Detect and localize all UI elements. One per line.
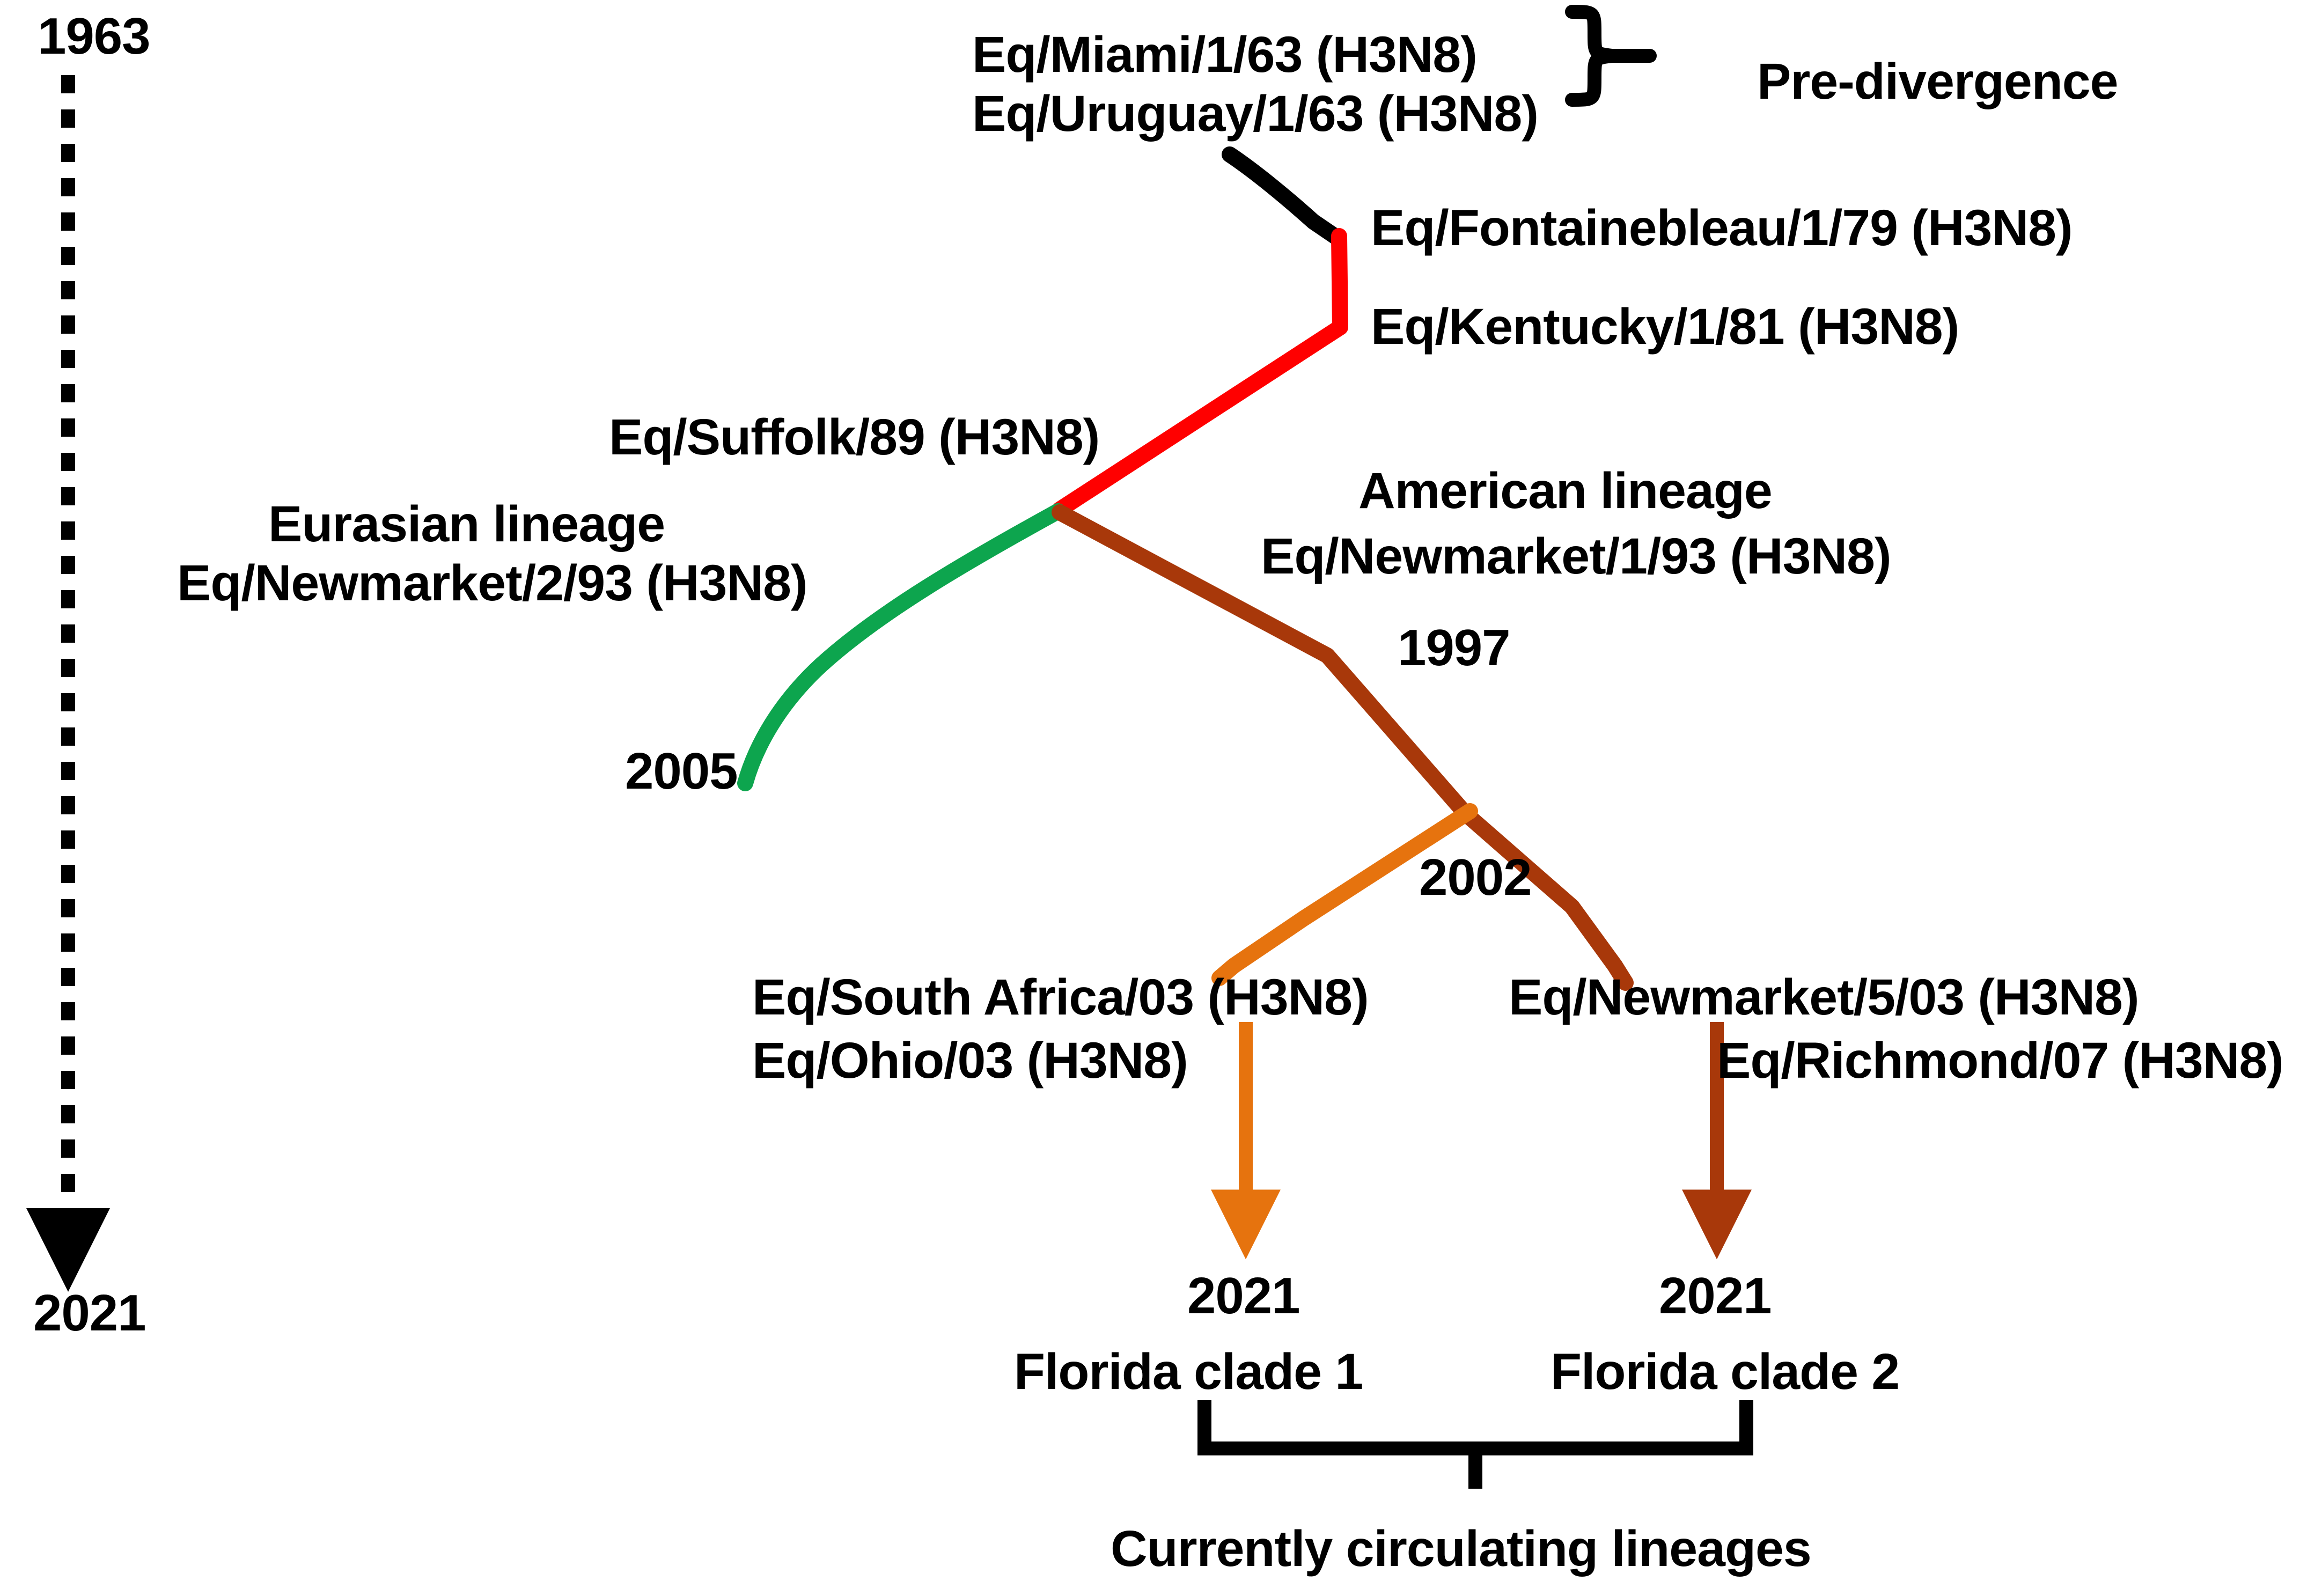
- florida-clade-2-label: Florida clade 2: [1551, 1343, 1900, 1400]
- branch-florida-clade-1-orange: [1211, 803, 1478, 986]
- strain-ohio-2003: Eq/Ohio/03 (H3N8): [752, 1032, 1188, 1089]
- eurasian-end-year-2005: 2005: [625, 742, 738, 800]
- clade1-end-year-2021: 2021: [1187, 1267, 1300, 1325]
- timeline-end-year: 2021: [33, 1284, 146, 1342]
- strain-miami-1963: Eq/Miami/1/63 (H3N8): [972, 26, 1478, 83]
- pre-divergence-label: Pre-divergence: [1757, 53, 2118, 110]
- strain-richmond-2007: Eq/Richmond/07 (H3N8): [1717, 1032, 2284, 1089]
- clade2-end-year-2021: 2021: [1659, 1267, 1772, 1325]
- strain-newmarket-2-1993: Eq/Newmarket/2/93 (H3N8): [177, 555, 808, 612]
- currently-circulating-bracket: [1197, 1400, 1753, 1455]
- currently-circulating-lineages-label: Currently circulating lineages: [1111, 1520, 1812, 1577]
- american-lineage-title: American lineage: [1358, 462, 1773, 519]
- eurasian-lineage-title: Eurasian lineage: [268, 496, 665, 553]
- strain-south-africa-2003: Eq/South Africa/03 (H3N8): [752, 969, 1369, 1026]
- florida-clade-1-label: Florida clade 1: [1014, 1343, 1363, 1400]
- strain-kentucky-1981: Eq/Kentucky/1/81 (H3N8): [1371, 298, 1959, 355]
- clade-split-year-2002: 2002: [1419, 849, 1532, 906]
- branch-pre-divergence-black: [1222, 146, 1345, 246]
- strain-fontainebleau-1979: Eq/Fontainebleau/1/79 (H3N8): [1371, 200, 2073, 256]
- timeline-start-year: 1963: [38, 8, 151, 65]
- branch-american-brown: [1052, 504, 1634, 991]
- branch-red-1979-1989: [1052, 228, 1348, 518]
- american-node-year-1997: 1997: [1398, 619, 1511, 676]
- strain-uruguay-1963: Eq/Uruguay/1/63 (H3N8): [972, 85, 1539, 142]
- strain-newmarket-1-1993: Eq/Newmarket/1/93 (H3N8): [1261, 528, 1892, 585]
- branch-eurasian-green: [737, 503, 1066, 791]
- strain-newmarket-5-2003: Eq/Newmarket/5/03 (H3N8): [1509, 969, 2140, 1026]
- strain-suffolk-1989: Eq/Suffolk/89 (H3N8): [609, 409, 1100, 466]
